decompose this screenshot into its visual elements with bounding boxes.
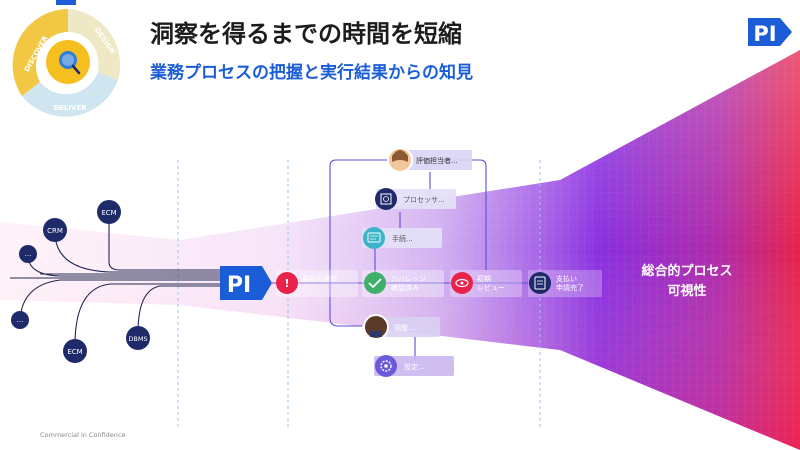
monitor-icon bbox=[367, 232, 381, 243]
pi-hub-logo: PI bbox=[220, 266, 272, 300]
main-node-initial-review[interactable]: 初期 レビュー bbox=[450, 270, 522, 297]
node-label: レビュー bbox=[477, 283, 505, 292]
source-node-more-bottom[interactable]: ... bbox=[11, 311, 29, 329]
source-label: ... bbox=[25, 250, 32, 258]
eye-icon bbox=[455, 278, 469, 288]
source-node-more-top[interactable]: ... bbox=[19, 245, 37, 263]
node-label: 支払い bbox=[556, 274, 577, 283]
node-label: プロセッサ... bbox=[403, 196, 445, 204]
alert-icon: ! bbox=[284, 277, 289, 290]
checklist-icon bbox=[534, 276, 546, 290]
node-label: 設定... bbox=[404, 362, 425, 371]
logo-text: PI bbox=[753, 22, 776, 46]
visibility-label-line2: 可視性 bbox=[667, 284, 707, 299]
node-label: カバレッジ bbox=[391, 275, 426, 283]
process-flow-lines bbox=[272, 159, 540, 360]
main-node-coverage-confirmed[interactable]: カバレッジ 確認済み bbox=[362, 270, 444, 297]
upper-node-assessor[interactable]: 評価担当者... bbox=[387, 147, 472, 173]
person-icon bbox=[370, 331, 382, 337]
lifecycle-wheel: DISCOVER DESIGN DELIVER bbox=[12, 9, 121, 117]
source-label: ... bbox=[17, 316, 24, 324]
source-label: ECM bbox=[101, 209, 116, 217]
page-title: 洞察を得るまでの時間を短縮 bbox=[150, 20, 462, 48]
node-label: 最初の通知 bbox=[302, 274, 337, 283]
visibility-label-line1: 総合的プロセス bbox=[641, 264, 733, 279]
source-node-crm[interactable]: CRM bbox=[43, 218, 67, 242]
cycle-label-deliver: DELIVER bbox=[53, 104, 87, 112]
main-node-payment-complete[interactable]: 支払い 申請完了 bbox=[528, 270, 602, 297]
upper-node-processor[interactable]: プロセッサ... bbox=[375, 188, 456, 210]
magnifier-icon bbox=[59, 51, 77, 69]
gear-icon bbox=[380, 360, 392, 372]
main-node-first-notice[interactable]: ! 最初の通知 bbox=[276, 270, 358, 297]
section-dividers bbox=[177, 160, 541, 430]
check-icon bbox=[368, 278, 382, 289]
page-subtitle: 業務プロセスの把握と実行結果からの知見 bbox=[150, 63, 473, 83]
visibility-label: 総合的プロセス 可視性 bbox=[612, 262, 762, 302]
node-label: 確認済み bbox=[391, 283, 419, 292]
logo-text: PI bbox=[227, 273, 251, 298]
node-label: 評価担当者... bbox=[416, 156, 458, 165]
node-label: 手続... bbox=[392, 234, 413, 243]
confidentiality-footer: Commercial in Confidence bbox=[40, 431, 126, 439]
brand-logo: PI bbox=[748, 18, 792, 46]
lower-node-settings[interactable]: 設定... bbox=[374, 355, 454, 377]
source-label: DBMS bbox=[128, 335, 147, 343]
person-icon bbox=[392, 150, 408, 162]
source-node-ecm-bottom[interactable]: ECM bbox=[63, 339, 87, 363]
source-node-dbms[interactable]: DBMS bbox=[126, 326, 150, 350]
processor-icon bbox=[380, 193, 392, 205]
node-label: 申請完了 bbox=[556, 283, 584, 292]
lower-node-adjuster[interactable]: 調整... bbox=[363, 314, 440, 340]
corner-tab bbox=[56, 0, 76, 5]
source-label: CRM bbox=[47, 227, 63, 235]
source-label: ECM bbox=[67, 348, 82, 356]
node-label: 調整... bbox=[394, 323, 415, 332]
upper-node-procedure[interactable]: 手続... bbox=[362, 227, 442, 249]
source-node-ecm-top[interactable]: ECM bbox=[97, 200, 121, 224]
node-label: 初期 bbox=[477, 274, 491, 283]
